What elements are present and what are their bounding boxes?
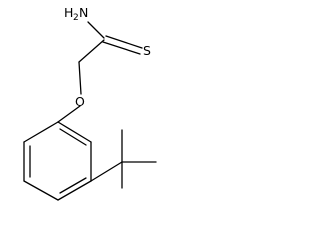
ring-double-3 (59, 128, 87, 146)
bond-c-ch2 (78, 39, 105, 63)
bond-o-ring (57, 105, 81, 123)
molecule-svg: H 2 N S O (23, 5, 157, 201)
bond-c-n (87, 21, 105, 39)
bond-ring-tbu (90, 161, 123, 182)
ring-bond-1 (23, 121, 59, 143)
bond-c-s-2 (102, 41, 141, 55)
sulfur-label: S (143, 43, 151, 58)
oxygen-label: O (75, 94, 85, 109)
bond-c-s-1 (105, 35, 143, 49)
amine-n: N (79, 5, 88, 20)
bond-ch2-o (78, 61, 82, 95)
amine-subscript: 2 (73, 13, 79, 23)
ring-bond-6 (57, 121, 92, 143)
ring-double-2 (59, 177, 87, 194)
ring-bond-3 (23, 180, 59, 201)
structure-diagram: H 2 N S O (0, 0, 166, 224)
amine-label: H 2 N (64, 5, 88, 23)
ring-bond-4 (57, 180, 92, 201)
amine-h: H (64, 5, 73, 20)
